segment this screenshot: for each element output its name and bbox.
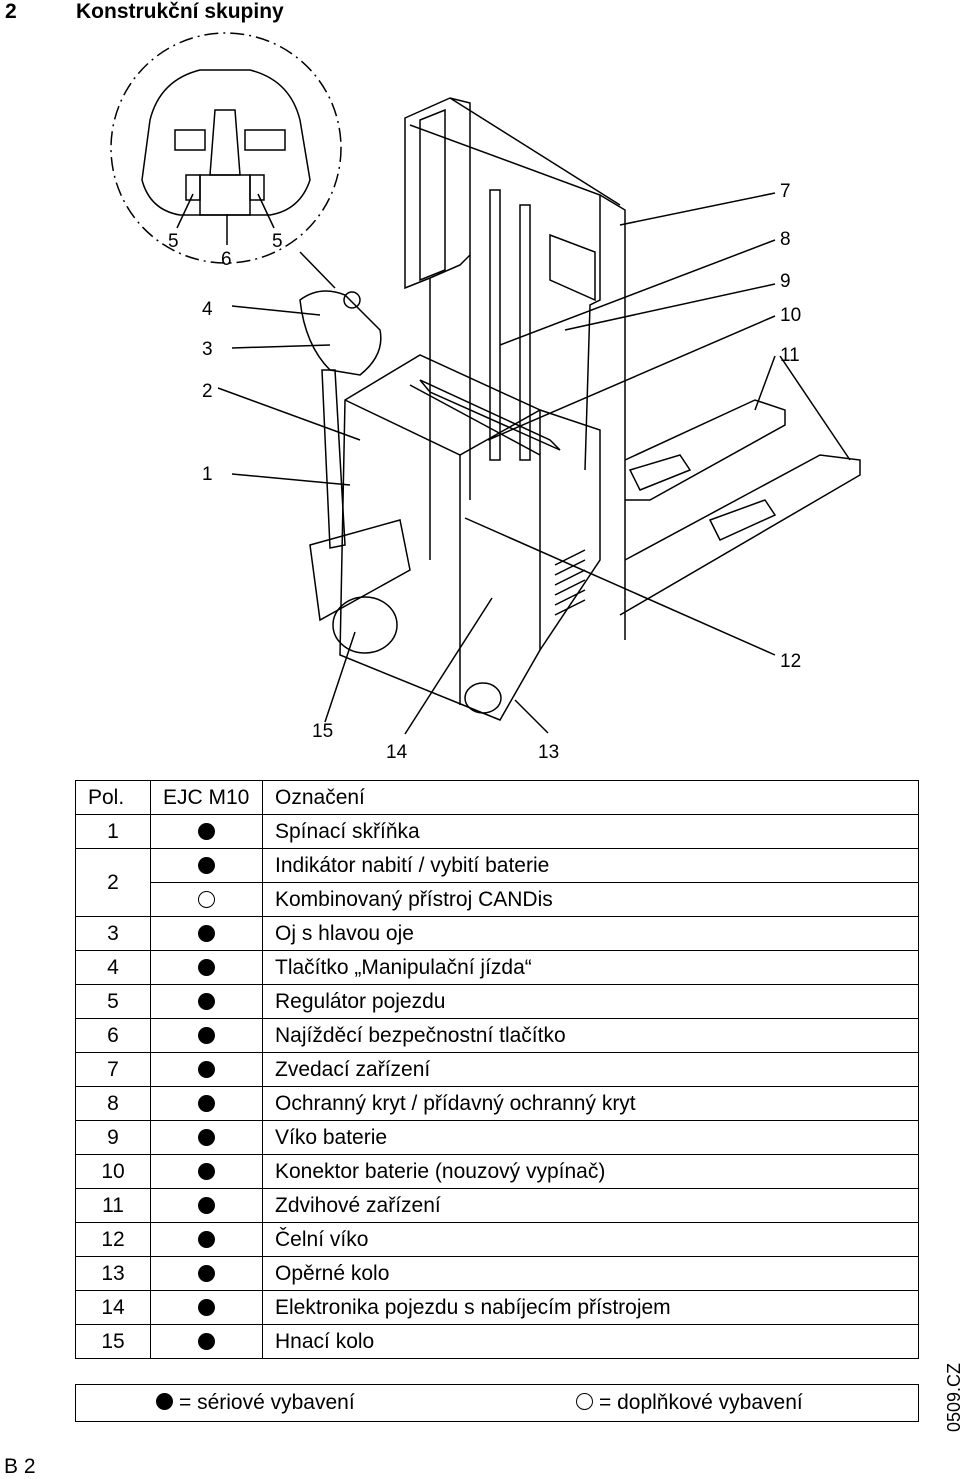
row-desc: Regulátor pojezdu <box>262 984 919 1019</box>
standard-equipment-dot <box>198 925 215 943</box>
callout-10: 10 <box>780 305 802 326</box>
row-pos: 7 <box>75 1052 151 1087</box>
symbol-key: = sériové vybavení = doplňkové vybavení <box>75 1384 919 1422</box>
col-header-pos: Pol. <box>75 780 151 815</box>
key-standard-label: = sériové vybavení <box>179 1391 355 1414</box>
standard-equipment-dot <box>198 1095 215 1113</box>
standard-equipment-dot <box>198 823 215 841</box>
parts-table: Pol. EJC M10 Označení 1 Spínací skříňka … <box>75 780 919 1359</box>
table-row: 15 Hnací kolo <box>75 1324 919 1359</box>
standard-equipment-dot <box>198 1129 215 1147</box>
table-row: 5 Regulátor pojezdu <box>75 984 919 1019</box>
standard-equipment-dot <box>198 993 215 1011</box>
row-desc: Kombinovaný přístroj CANDis <box>262 882 919 917</box>
callout-7: 7 <box>780 181 791 202</box>
table-row: 6 Najížděcí bezpečnostní tlačítko <box>75 1018 919 1053</box>
table-row: 14 Elektronika pojezdu s nabíjecím příst… <box>75 1290 919 1325</box>
row-desc: Indikátor nabití / vybití baterie <box>262 848 919 883</box>
standard-equipment-dot <box>198 1265 215 1283</box>
row-pos: 8 <box>75 1086 151 1121</box>
key-standard: = sériové vybavení <box>156 1391 355 1415</box>
optional-equipment-dot <box>576 1392 593 1410</box>
standard-equipment-dot <box>198 1231 215 1249</box>
callout-8: 8 <box>780 229 791 250</box>
row-pos: 11 <box>75 1188 151 1223</box>
row-pos: 10 <box>75 1154 151 1189</box>
row-desc: Spínací skříňka <box>262 814 919 849</box>
vent-slots <box>554 549 586 616</box>
standard-equipment-dot <box>198 1197 215 1215</box>
callout-9: 9 <box>780 271 791 292</box>
row-desc: Konektor baterie (nouzový vypínač) <box>262 1154 919 1189</box>
table-row: 13 Opěrné kolo <box>75 1256 919 1291</box>
table-row: 11 Zdvihové zařízení <box>75 1188 919 1223</box>
callout-5-right: 5 <box>272 231 283 252</box>
row-pos: 15 <box>75 1324 151 1359</box>
row-pos: 6 <box>75 1018 151 1053</box>
callout-12: 12 <box>780 651 802 672</box>
row-desc: Hnací kolo <box>262 1324 919 1359</box>
callout-14: 14 <box>386 742 408 763</box>
row-pos: 14 <box>75 1290 151 1325</box>
table-row: 7 Zvedací zařízení <box>75 1052 919 1087</box>
table-row: Kombinovaný přístroj CANDis <box>76 882 919 917</box>
callout-15: 15 <box>312 721 334 742</box>
row-pos: 4 <box>75 950 151 985</box>
callout-5-left: 5 <box>168 231 179 252</box>
row-desc: Oj s hlavou oje <box>262 916 919 951</box>
optional-equipment-dot <box>198 891 215 909</box>
section-title: Konstrukční skupiny <box>76 0 284 23</box>
row-pos: 9 <box>75 1120 151 1155</box>
table-row: 10 Konektor baterie (nouzový vypínač) <box>75 1154 919 1189</box>
row-pos: 12 <box>75 1222 151 1257</box>
table-row: 4 Tlačítko „Manipulační jízda“ <box>75 950 919 985</box>
standard-equipment-dot <box>156 1392 173 1410</box>
detail-circle <box>110 32 342 264</box>
callout-4: 4 <box>202 299 213 320</box>
table-row: 1 Spínací skříňka <box>75 814 919 849</box>
page-number: B 2 <box>4 1455 36 1478</box>
table-row: 12 Čelní víko <box>75 1222 919 1257</box>
standard-equipment-dot <box>198 1027 215 1045</box>
callout-2: 2 <box>202 381 213 402</box>
callout-6: 6 <box>221 249 232 270</box>
table-row: 8 Ochranný kryt / přídavný ochranný kryt <box>75 1086 919 1121</box>
table-row: 9 Víko baterie <box>75 1120 919 1155</box>
row-desc: Zvedací zařízení <box>262 1052 919 1087</box>
callout-3: 3 <box>202 339 213 360</box>
document-code: 0509.CZ <box>944 1362 960 1432</box>
row-pos: 2 <box>75 848 151 917</box>
row-pos: 3 <box>75 916 151 951</box>
key-optional: = doplňkové vybavení <box>576 1391 803 1415</box>
row-pos: 13 <box>75 1256 151 1291</box>
standard-equipment-dot <box>198 857 215 875</box>
row-desc: Čelní víko <box>262 1222 919 1257</box>
row-desc: Elektronika pojezdu s nabíjecím přístroj… <box>262 1290 919 1325</box>
standard-equipment-dot <box>198 1061 215 1079</box>
key-optional-label: = doplňkové vybavení <box>599 1391 803 1414</box>
row-desc: Zdvihové zařízení <box>262 1188 919 1223</box>
callout-13: 13 <box>538 742 560 763</box>
standard-equipment-dot <box>198 1333 215 1351</box>
stacker-illustration <box>110 32 861 735</box>
table-row: 2 Indikátor nabití / vybití baterie <box>75 848 919 917</box>
row-pos: 1 <box>75 814 151 849</box>
row-desc: Najížděcí bezpečnostní tlačítko <box>262 1018 919 1053</box>
table-row: 3 Oj s hlavou oje <box>75 916 919 951</box>
row-desc: Víko baterie <box>262 1120 919 1155</box>
standard-equipment-dot <box>198 959 215 977</box>
col-header-model: EJC M10 <box>150 780 263 815</box>
table-header-row: Pol. EJC M10 Označení <box>75 780 919 815</box>
callout-1: 1 <box>202 464 213 485</box>
row-desc: Ochranný kryt / přídavný ochranný kryt <box>262 1086 919 1121</box>
callout-11: 11 <box>780 345 800 366</box>
row-desc: Opěrné kolo <box>262 1256 919 1291</box>
row-pos: 5 <box>75 984 151 1019</box>
standard-equipment-dot <box>198 1299 215 1317</box>
col-header-description: Označení <box>262 780 919 815</box>
section-number: 2 <box>5 0 17 23</box>
standard-equipment-dot <box>198 1163 215 1181</box>
row-desc: Tlačítko „Manipulační jízda“ <box>262 950 919 985</box>
